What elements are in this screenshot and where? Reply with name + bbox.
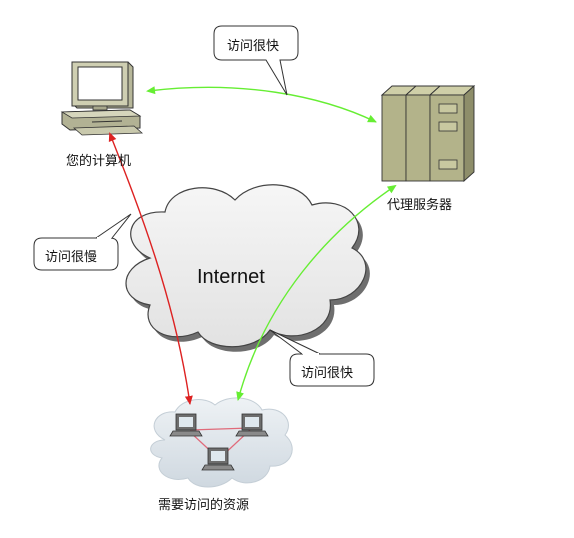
proxy-label: 代理服务器 xyxy=(387,198,453,213)
resource-laptop-right xyxy=(235,413,269,437)
resource-laptop-left xyxy=(169,413,203,437)
callout-left xyxy=(33,213,132,271)
internet-label: Internet xyxy=(197,266,265,288)
resource-label: 需要访问的资源 xyxy=(158,498,250,513)
callout-left-text: 访问很慢 xyxy=(45,250,98,265)
callout-bottom xyxy=(269,329,375,387)
server-icon xyxy=(380,84,476,183)
callout-bottom-text: 访问很快 xyxy=(301,366,354,381)
resource-laptop-bottom xyxy=(201,447,235,471)
arrow-computer-proxy xyxy=(146,86,377,123)
computer-label: 您的计算机 xyxy=(66,154,132,169)
callout-top xyxy=(213,25,299,96)
link-top xyxy=(189,427,251,431)
resource-cloud xyxy=(150,397,293,488)
computer-icon xyxy=(60,61,144,136)
callout-top-text: 访问很快 xyxy=(227,39,280,54)
arrow-proxy-resource xyxy=(236,184,397,401)
arrow-computer-resource xyxy=(108,132,193,405)
